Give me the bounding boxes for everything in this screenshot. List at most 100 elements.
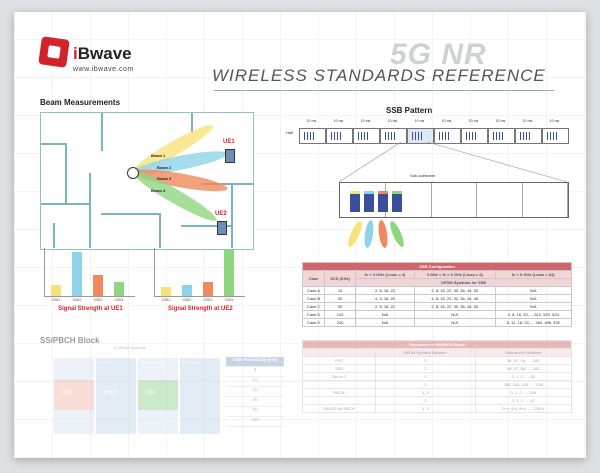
signal-bar-label: SSB2	[182, 298, 192, 302]
signal-bar	[72, 252, 82, 296]
ssb-burst-mark	[526, 132, 528, 140]
wall	[89, 173, 91, 248]
table-cell: N/A	[494, 294, 572, 303]
table-cell: 0+v, 4+v, 8+v, ..., 236+v	[474, 404, 573, 413]
ssb-burst-mark	[442, 132, 444, 140]
periodicity-header: SSB Periodicity (ms)	[226, 357, 284, 367]
ssb-burst-mark	[358, 132, 360, 140]
table-cell: 4, 8, 16, 20,..., 512, 520, 524	[494, 310, 572, 319]
subframe-slot	[386, 183, 432, 217]
table-cell: 2	[375, 380, 476, 389]
ssb-burst-mark	[496, 132, 498, 140]
ssb-burst-mark	[394, 132, 396, 140]
radio-frame	[353, 128, 380, 144]
ssb-burst-mark	[361, 132, 363, 140]
beam-2-label: Beam 2	[157, 165, 172, 170]
ssb-burst-mark	[307, 132, 309, 140]
ssb-burst-mark	[340, 132, 342, 140]
ss-pbch-block-diagram: SC # 239 PBCH (20 RB) SC # 239 PSS SSS P…	[54, 350, 224, 434]
wall	[41, 203, 91, 205]
radio-frame	[407, 128, 434, 144]
ssb-burst-mark	[556, 132, 558, 140]
subframe-label: Sub-subframe	[410, 173, 436, 178]
ssb-burst-mark	[466, 132, 468, 140]
table-cell: 15	[324, 286, 357, 295]
floor-plan: Beam 1 Beam 2 Beam 3 Beam 4 UE1 UE2	[40, 112, 254, 250]
table-cell: 2, 8, 16, 22	[355, 302, 415, 311]
ssb-burst-mark	[472, 132, 474, 140]
frame-duration-label: 10 ms	[468, 119, 479, 123]
table-cell: Case B	[301, 294, 326, 303]
ssb-block	[392, 191, 402, 212]
frame-duration-label: 10 ms	[549, 119, 560, 123]
cell-sc239-a: SC # 239	[98, 360, 115, 365]
radio-frame	[488, 128, 515, 144]
signal-bar-label: SSB3	[93, 298, 103, 302]
signal-bar	[203, 282, 213, 296]
table-cell: 120	[324, 310, 357, 319]
ssb-burst-mark	[523, 132, 525, 140]
ssb-burst-mark	[385, 132, 387, 140]
cell-pss: PSS	[62, 390, 73, 396]
col-fc-high: fc > 6 GHz (Lmax = 64)	[494, 270, 572, 279]
wall	[101, 213, 161, 215]
table-cell: 0	[375, 372, 476, 381]
ssb-config-caption: SSB Configuration	[302, 262, 572, 271]
logo-cube-icon	[38, 36, 70, 68]
ssb-block	[350, 191, 360, 212]
signal-bar	[182, 284, 192, 296]
table-cell: 240	[324, 318, 357, 327]
ssb-burst-mark	[421, 132, 423, 140]
wall	[159, 213, 161, 248]
ue1-label: UE1	[223, 139, 235, 145]
wall	[41, 143, 67, 145]
frame-duration-label: 10 ms	[306, 119, 317, 123]
table-cell: 30	[324, 294, 357, 303]
periodicity-row: 80	[226, 407, 284, 417]
title-divider	[214, 90, 554, 91]
ssb-burst-mark	[412, 132, 414, 140]
periodicity-row: 40	[226, 397, 284, 407]
block-col-3	[138, 358, 178, 434]
ssb-burst-mark	[364, 132, 366, 140]
periodicity-row: 20	[226, 387, 284, 397]
frame-duration-label: 10 ms	[522, 119, 533, 123]
sss-region	[138, 380, 178, 410]
ue2-device-icon	[217, 221, 227, 235]
wall	[101, 113, 103, 151]
ssb-config-table: SSB Configuration Case SCS (KHz) fc < 3 …	[301, 262, 572, 327]
signal-bar-label: SSB1	[51, 298, 61, 302]
table-cell: SSS	[301, 364, 377, 373]
table-cell: 4, 5, 18, 20	[355, 294, 415, 303]
ssb-periodicity-table: SSB Periodicity (ms) 5 10 20 40 80 160	[226, 357, 284, 427]
signal-bar-label: SSB3	[203, 298, 213, 302]
table-cell: 2, 8, 16, 22, 30, 36, 44, 50	[414, 286, 496, 295]
col-scs: SCS (KHz)	[324, 270, 357, 287]
signal-bar-label: SSB1	[161, 298, 171, 302]
ue2-signal-caption: Signal Strength at UE2	[168, 306, 233, 312]
ssb-block	[364, 191, 374, 212]
logo-brand: iBwave	[73, 44, 132, 63]
radio-frame	[542, 128, 569, 144]
table-cell	[301, 380, 377, 389]
ssb-burst-mark	[547, 132, 549, 140]
signal-bar	[114, 282, 124, 296]
table-cell: 2	[375, 364, 476, 373]
frame-duration-label: 10 ms	[441, 119, 452, 123]
periodicity-row: 5	[226, 367, 284, 377]
gnb-antenna-icon	[127, 167, 139, 179]
ssb-burst-mark	[304, 132, 306, 140]
ssb-burst-mark	[418, 132, 420, 140]
res-col-channel	[301, 348, 377, 357]
signal-bar	[93, 275, 103, 296]
ssb-beam-fan	[345, 219, 365, 249]
ssblock-heading: SS/PBCH Block	[40, 336, 100, 345]
table-cell: 0, 1, 2, ..., 47	[474, 396, 573, 405]
